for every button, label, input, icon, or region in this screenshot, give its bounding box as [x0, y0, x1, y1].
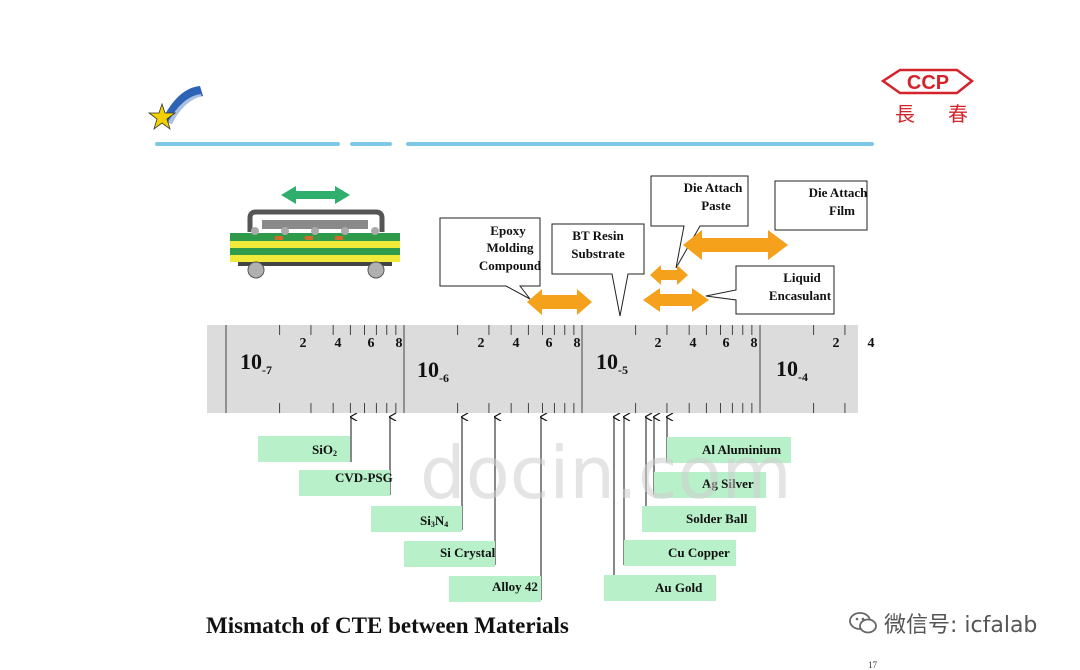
callout-epoxy-line2: Molding [487, 240, 534, 255]
ruler-minor-labels-1: 2 4 6 8 [300, 336, 403, 351]
material-label-au: Au Gold [604, 575, 716, 601]
callout-liquid-line2: Encasulant [769, 288, 832, 303]
material-label-si-crystal: Si Crystal [404, 541, 496, 567]
log-ruler [207, 325, 858, 413]
wechat-id: 微信号: icfalab [884, 613, 1038, 638]
svg-text:Au Gold: Au Gold [655, 580, 703, 595]
callout-liquid: Liquid Encasulant [705, 265, 835, 315]
material-label-alloy42: Alloy 42 [449, 576, 541, 602]
logo-text: CCP [907, 72, 949, 94]
watermark: docin.com [420, 431, 792, 515]
decade-label-4: 10-4 [776, 356, 808, 384]
svg-text:CVD-PSG: CVD-PSG [335, 470, 393, 485]
tick-label-4d: 4 [868, 336, 875, 351]
tick-label-2d: 2 [833, 336, 840, 351]
wechat-icon [848, 610, 878, 642]
material-label-cvd-psg: CVD-PSG [299, 470, 393, 496]
slide-title: Mismatch of CTE between Materials [206, 613, 569, 638]
tick-label-2c: 2 [655, 336, 662, 351]
epoxy-range-arrow [527, 289, 592, 315]
ruler-minor-labels-2: 2 4 6 8 [478, 336, 581, 351]
double-arrow-icon [281, 186, 350, 204]
callout-film-line1: Die Attach [809, 185, 869, 200]
package-illustration [230, 186, 400, 279]
callout-paste-line2: Paste [701, 198, 731, 213]
tick-label-4b: 4 [513, 336, 520, 351]
callout-epoxy-line3: Compound [479, 258, 542, 273]
tick-label-4a: 4 [335, 336, 342, 351]
material-label-ag: Ag Silver [654, 472, 766, 498]
callout-die-film: Die Attach Film [774, 180, 869, 231]
film-range-arrow [683, 230, 788, 260]
tick-label-6a: 6 [368, 336, 375, 351]
material-label-sio2: SiO2 [258, 436, 350, 462]
material-label-si3n4: Si3N4 [371, 506, 462, 532]
svg-text:Al Aluminium: Al Aluminium [702, 442, 781, 457]
svg-text:Si3N4: Si3N4 [420, 513, 448, 529]
callout-film-line2: Film [829, 203, 855, 218]
page-number: 17 [868, 660, 877, 670]
tick-label-8b: 8 [574, 336, 581, 351]
callout-liquid-line1: Liquid [783, 270, 821, 285]
callout-bt-resin: BT Resin Substrate [551, 223, 645, 317]
tick-label-8c: 8 [751, 336, 758, 351]
decade-label-2: 10-6 [417, 357, 449, 385]
callout-epoxy-line1: Epoxy [490, 223, 526, 238]
shooting-star-icon [147, 86, 203, 131]
tick-label-6c: 6 [723, 336, 730, 351]
tick-label-2b: 2 [478, 336, 485, 351]
ruler-minor-labels-3: 2 4 6 8 [655, 336, 758, 351]
callout-paste-line1: Die Attach [684, 180, 744, 195]
svg-text:SiO2: SiO2 [312, 442, 337, 458]
material-label-cu: Cu Copper [624, 540, 736, 566]
ruler-ticks [225, 325, 846, 413]
decade-label-3: 10-5 [596, 349, 628, 377]
wechat-badge: 微信号: icfalab [848, 607, 1037, 642]
svg-text:Alloy 42: Alloy 42 [492, 579, 538, 594]
material-label-solder: Solder Ball [642, 506, 756, 532]
paste-range-arrow [650, 265, 688, 285]
ruler-minor-labels-4: 2 4 [833, 336, 875, 351]
tick-label-2a: 2 [300, 336, 307, 351]
logo-chinese-2: 春 [948, 102, 968, 126]
callout-bt-line2: Substrate [571, 246, 625, 261]
svg-text:Cu Copper: Cu Copper [668, 545, 730, 560]
svg-text:Solder Ball: Solder Ball [686, 511, 748, 526]
callout-epoxy: Epoxy Molding Compound [439, 217, 542, 300]
cte-range-arrows [527, 230, 788, 315]
logo-chinese-1: 長 [895, 102, 915, 126]
ccp-logo: CCP 長 春 [880, 68, 975, 126]
liquid-range-arrow [643, 288, 709, 312]
tick-label-8a: 8 [396, 336, 403, 351]
tick-label-4c: 4 [690, 336, 697, 351]
decade-label-1: 10-7 [240, 349, 272, 377]
svg-text:Si Crystal: Si Crystal [440, 545, 496, 560]
tick-label-6b: 6 [546, 336, 553, 351]
material-label-al: Al Aluminium [667, 437, 791, 463]
callout-bt-line1: BT Resin [572, 228, 624, 243]
svg-text:Ag Silver: Ag Silver [702, 476, 754, 491]
